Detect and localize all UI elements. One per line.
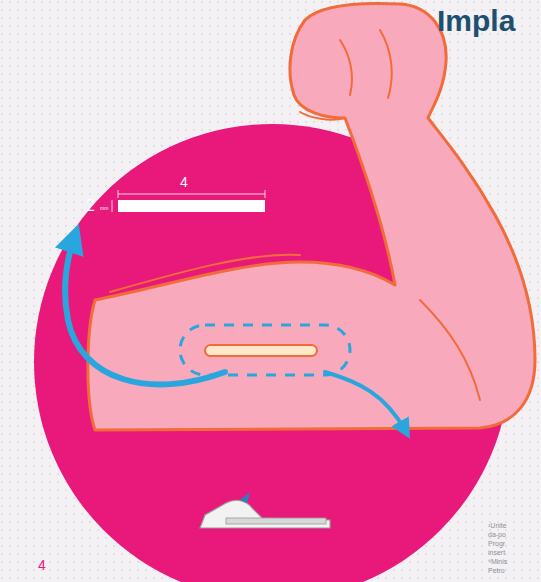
applicator <box>200 492 330 528</box>
dimension-value: 2 <box>86 198 95 214</box>
dimension-line <box>118 194 265 195</box>
footnote: ¹Unite <box>488 522 507 529</box>
footnote: ⁶Minis <box>488 558 507 565</box>
arm <box>88 3 535 430</box>
dimension-tick <box>265 190 266 198</box>
page-title: Impla <box>437 6 515 36</box>
dimension-unit: mm <box>100 206 108 211</box>
dimension-value: 4 <box>180 175 188 189</box>
curved-arrow <box>65 238 225 384</box>
dimension-tick <box>118 190 119 198</box>
implant-rod-scaled <box>118 200 265 212</box>
dashed-outline <box>180 325 350 375</box>
footnote: insert <box>488 549 505 556</box>
page-number: 4 <box>38 558 46 572</box>
footnote: da-po <box>488 531 506 538</box>
footnote: Petro <box>488 567 505 574</box>
implant-rod <box>205 345 317 356</box>
footnote: Progr <box>488 540 505 547</box>
curved-arrow <box>325 372 405 430</box>
dimension-line <box>112 200 113 212</box>
arm-contour <box>110 30 480 400</box>
